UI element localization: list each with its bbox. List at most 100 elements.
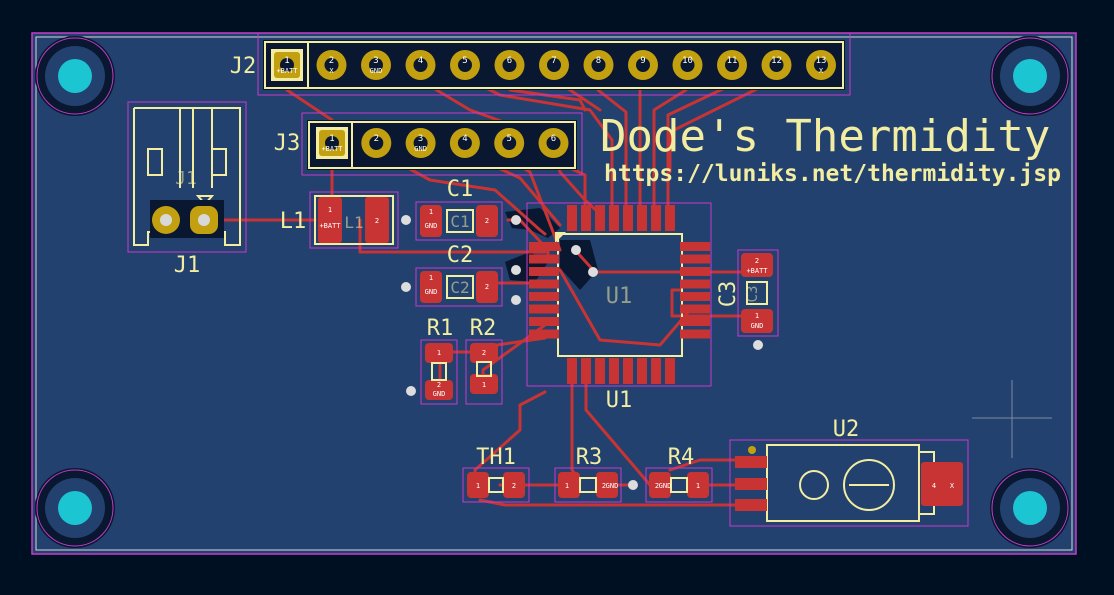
c3-pad1-net: GND (751, 322, 764, 330)
u1-pad-right (680, 242, 710, 251)
mount-hole-top-left (35, 36, 115, 116)
j3-pin-5[interactable]: 5 (494, 128, 525, 158)
r1-resistor[interactable] (420, 339, 458, 405)
r3-pad2-num: 2 (602, 482, 606, 490)
c3-pad1-num: 1 (755, 312, 759, 320)
l1-pad1-net: +BATT (319, 222, 341, 230)
c3-pad2-num: 2 (755, 257, 759, 265)
r4-pad1-num: 1 (696, 482, 700, 490)
ref-j1-fab: J1 (175, 168, 197, 189)
ref-th1: TH1 (476, 445, 516, 470)
u1-pad-top (637, 205, 647, 231)
th1-pad1-num: 1 (476, 482, 480, 490)
j3-pin-2[interactable]: 2 (361, 128, 392, 158)
ref-c3-fab: C3 (745, 286, 761, 303)
j2-pin-7[interactable]: 7 (539, 50, 569, 80)
r4-resistor[interactable] (645, 467, 713, 503)
j3-pin-5-num: 5 (506, 134, 511, 144)
j2-pin-13[interactable]: 13X (806, 50, 836, 80)
c3-capacitor[interactable] (737, 249, 779, 337)
j3-pin-6[interactable]: 6 (538, 128, 569, 158)
c2-capacitor[interactable] (415, 267, 503, 307)
j1-connector[interactable] (127, 101, 247, 253)
r4-pad2-num: 2 (655, 482, 659, 490)
j3-pin-6-num: 6 (551, 134, 556, 144)
r2-pad1-num: 1 (482, 381, 486, 389)
j2-pin-11[interactable]: 11 (717, 50, 747, 80)
j2-pin-1-net: +BATT (276, 67, 298, 75)
j2-pin-4[interactable]: 4 (405, 50, 436, 80)
ref-r2: R2 (470, 316, 497, 341)
r3-resistor[interactable] (554, 467, 622, 503)
th1-thermistor[interactable] (462, 467, 530, 503)
u1-pad-top (609, 205, 619, 231)
u1-pad-bottom (609, 358, 619, 384)
j2-pin-9[interactable]: 9 (628, 50, 658, 80)
ref-c3: C3 (716, 281, 741, 308)
r2-resistor[interactable] (465, 339, 503, 405)
u1-pad-left (529, 267, 559, 276)
u1-pad-bottom (665, 358, 675, 384)
u1-pad-bottom (581, 358, 591, 384)
j2-pin-6-num: 6 (507, 56, 512, 66)
j2-pin-2-num: 2 (329, 56, 334, 66)
u1-pad-right (680, 329, 710, 339)
j2-pin-1-num: 1 (284, 56, 289, 66)
j2-pin-12[interactable]: 12 (761, 50, 792, 80)
u1-pad-left (529, 254, 559, 264)
j3-pin-4[interactable]: 4 (449, 128, 480, 158)
u1-pad-top (567, 205, 577, 231)
u1-pad-right (680, 317, 710, 326)
r1-pad2-net: GND (433, 390, 446, 398)
u1-pad-top (665, 205, 675, 231)
j3-header[interactable] (301, 112, 583, 176)
u1-pad-top (595, 205, 605, 231)
u1-pad-top (623, 205, 633, 231)
j2-pin-2[interactable]: 2X (316, 50, 347, 80)
board-title: Dode's Thermidity (600, 111, 1050, 162)
l1-pad1-num: 1 (328, 206, 332, 214)
r1-pad1-num: 1 (437, 349, 441, 357)
c2-pad1-num: 1 (429, 274, 433, 282)
u1-pad-top (651, 205, 661, 231)
ref-l1-fab: L1 (344, 213, 363, 232)
u1-pad-bottom (567, 358, 577, 384)
j2-pin-9-num: 9 (640, 56, 645, 66)
j2-pin-8-num: 8 (596, 56, 601, 66)
u2-sensor[interactable] (729, 439, 969, 527)
c1-pad2-num: 2 (485, 217, 489, 225)
u1-pad-left (529, 279, 559, 289)
mount-hole-bottom-left (35, 468, 115, 548)
u1-pad-array (529, 205, 710, 384)
c2-pad1-net: GND (425, 288, 438, 296)
ref-c2-fab: C2 (450, 278, 469, 297)
j2-pin-6[interactable]: 6 (494, 50, 525, 80)
ref-c2: C2 (447, 243, 474, 268)
u1-pad-top (581, 205, 591, 231)
u1-pad-bottom (595, 358, 605, 384)
j2-pin-5[interactable]: 5 (450, 50, 480, 80)
j2-pin-12-num: 12 (771, 56, 782, 66)
j2-pin-10[interactable]: 10 (672, 50, 703, 80)
u2-pad4-net: X (950, 482, 955, 490)
j2-pin-8[interactable]: 8 (583, 50, 614, 80)
l1-inductor[interactable] (309, 191, 399, 249)
u1-pad-left (529, 329, 559, 339)
j3-pin-1-net: +BATT (321, 145, 343, 153)
ref-c1: C1 (447, 177, 474, 202)
c1-pad1-num: 1 (429, 208, 433, 216)
j3-pin-1[interactable]: 1+BATT (316, 127, 348, 159)
c1-capacitor[interactable] (415, 201, 503, 241)
j2-pin-1[interactable]: 1+BATT (271, 49, 303, 81)
j3-pin-3-net: GND (414, 145, 427, 153)
j3-pin-3-num: 3 (418, 134, 423, 144)
u1-pad-right (680, 254, 710, 264)
th1-pad2-num: 2 (512, 482, 516, 490)
c3-pad2-net: +BATT (746, 267, 768, 275)
ref-l1: L1 (280, 209, 307, 234)
u1-pad-left (529, 242, 559, 251)
